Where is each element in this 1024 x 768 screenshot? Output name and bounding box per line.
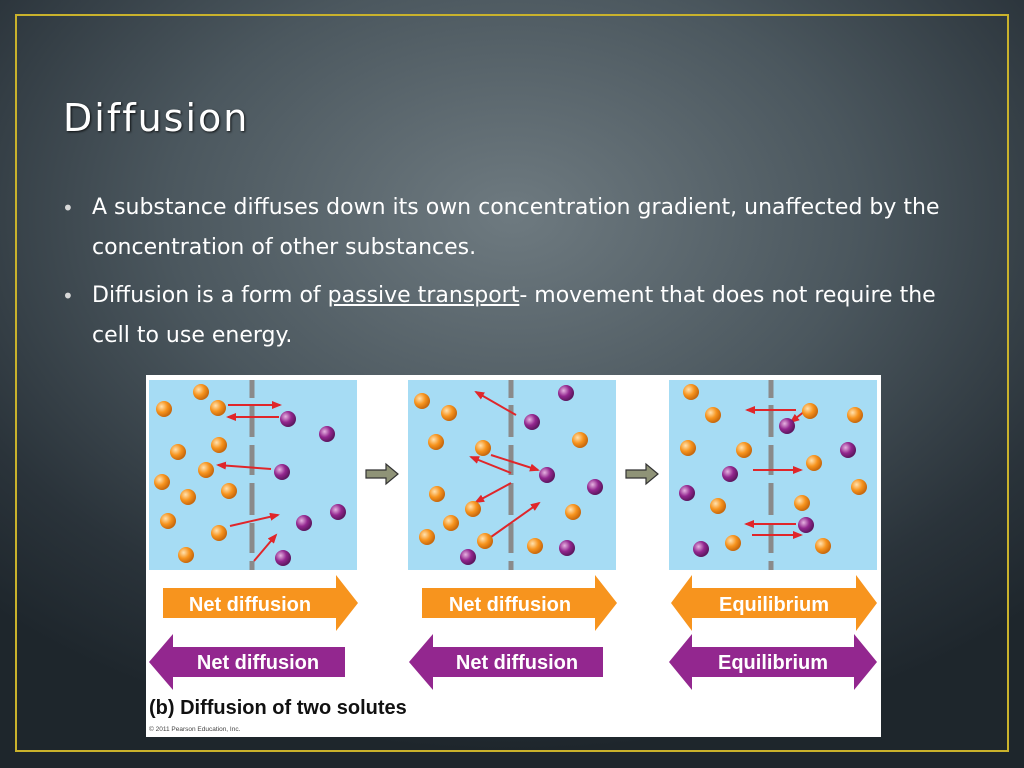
purple-solute	[330, 504, 346, 520]
orange-solute	[180, 489, 196, 505]
orange-net-diffusion-arrow	[422, 575, 617, 631]
purple-solute	[319, 426, 335, 442]
orange-solute	[160, 513, 176, 529]
orange-solute	[705, 407, 721, 423]
bullet-text: - movement that does not require the cel…	[92, 283, 936, 348]
orange-solute	[178, 547, 194, 563]
figure-copyright: © 2011 Pearson Education, Inc.	[149, 725, 241, 733]
purple-solute	[539, 467, 555, 483]
orange-solute	[211, 525, 227, 541]
purple-net-diffusion-arrow	[149, 634, 345, 690]
movement-arrow	[474, 391, 517, 416]
orange-solute	[221, 483, 237, 499]
bullet-item: • Diffusion is a form of passive transpo…	[62, 276, 972, 356]
orange-solute	[847, 407, 863, 423]
slide-frame	[15, 14, 1009, 752]
purple-equilibrium-arrow	[669, 634, 877, 690]
purple-net-diffusion-arrow	[409, 634, 603, 690]
purple-solute	[779, 418, 795, 434]
bullet-text: Diffusion is a form of	[92, 283, 328, 308]
orange-solute	[477, 533, 493, 549]
orange-solute	[475, 440, 491, 456]
movement-arrow	[490, 454, 540, 472]
orange-solute	[198, 462, 214, 478]
orange-solute	[802, 403, 818, 419]
orange-solute	[465, 501, 481, 517]
purple-solute	[460, 549, 476, 565]
orange-arrow-label: Equilibrium	[719, 594, 829, 616]
orange-solute	[443, 515, 459, 531]
orange-solute	[806, 455, 822, 471]
purple-solute	[722, 466, 738, 482]
orange-solute	[414, 393, 430, 409]
bullet-text: A substance diffuses down its own concen…	[92, 195, 940, 260]
purple-solute	[280, 411, 296, 427]
orange-solute	[527, 538, 543, 554]
purple-arrow-label: Equilibrium	[718, 652, 828, 674]
purple-solute	[275, 550, 291, 566]
purple-solute	[274, 464, 290, 480]
passive-transport-link[interactable]: passive transport	[327, 283, 520, 308]
figure-caption: (b) Diffusion of two solutes	[149, 697, 407, 719]
movement-arrow	[216, 461, 272, 470]
purple-solute	[558, 385, 574, 401]
movement-arrow	[469, 456, 512, 474]
slide-title: Diffusion	[63, 96, 250, 140]
orange-solute	[710, 498, 726, 514]
movement-arrow	[253, 533, 278, 562]
diffusion-figure: Net diffusion Net diffusion Equilibrium …	[146, 375, 881, 737]
orange-solute	[210, 400, 226, 416]
orange-arrow-label: Net diffusion	[189, 594, 311, 616]
orange-solute	[815, 538, 831, 554]
movement-arrow	[490, 501, 541, 538]
purple-solute	[559, 540, 575, 556]
purple-arrow-label: Net diffusion	[456, 652, 578, 674]
diffusion-diagram: Net diffusion Net diffusion Equilibrium …	[149, 380, 877, 733]
orange-solute	[429, 486, 445, 502]
purple-solute	[587, 479, 603, 495]
bullet-dot-icon: •	[62, 196, 74, 220]
orange-solute	[572, 432, 588, 448]
orange-solute	[156, 401, 172, 417]
orange-equilibrium-arrow	[671, 575, 877, 631]
bullet-item: • A substance diffuses down its own conc…	[62, 188, 972, 268]
purple-arrow-label: Net diffusion	[197, 652, 319, 674]
orange-solute	[736, 442, 752, 458]
orange-solute	[441, 405, 457, 421]
purple-solute	[798, 517, 814, 533]
movement-arrow	[229, 512, 280, 527]
bullet-dot-icon: •	[62, 284, 74, 308]
orange-solute	[154, 474, 170, 490]
orange-solute	[725, 535, 741, 551]
purple-solute	[296, 515, 312, 531]
purple-solute	[840, 442, 856, 458]
orange-solute	[794, 495, 810, 511]
orange-arrow-label: Net diffusion	[449, 594, 571, 616]
orange-solute	[170, 444, 186, 460]
orange-solute	[565, 504, 581, 520]
right-arrow-icon	[365, 462, 399, 486]
orange-solute	[428, 434, 444, 450]
orange-solute	[683, 384, 699, 400]
bullet-list: • A substance diffuses down its own conc…	[62, 188, 972, 364]
orange-solute	[211, 437, 227, 453]
orange-solute	[851, 479, 867, 495]
orange-net-diffusion-arrow	[163, 575, 358, 631]
orange-solute	[419, 529, 435, 545]
right-arrow-icon	[625, 462, 659, 486]
movement-arrow	[474, 482, 512, 503]
orange-solute	[680, 440, 696, 456]
purple-solute	[679, 485, 695, 501]
orange-solute	[193, 384, 209, 400]
purple-solute	[693, 541, 709, 557]
purple-solute	[524, 414, 540, 430]
